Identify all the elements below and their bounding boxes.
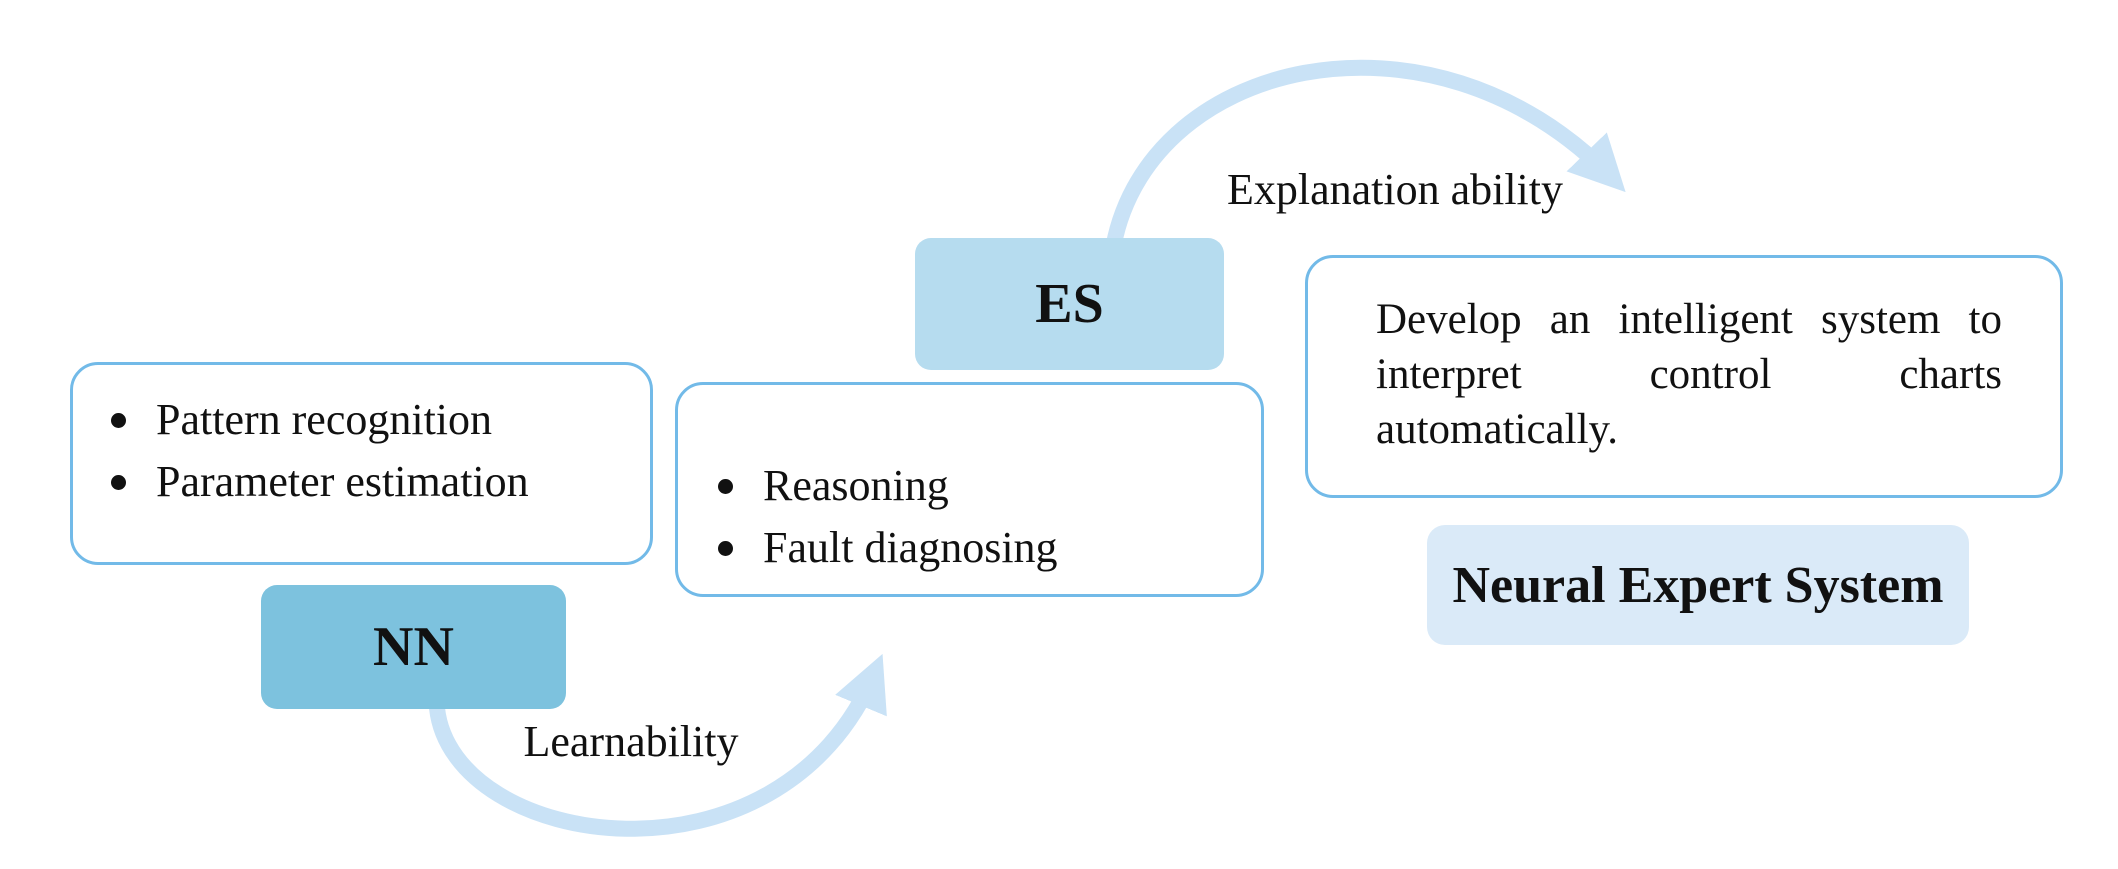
goal-text: Develop an intelligent system to interpr… <box>1376 296 2002 453</box>
nn-feature-pattern-recognition: Pattern recognition <box>156 395 493 444</box>
neural-expert-system-node: Neural Expert System <box>1427 525 1969 645</box>
list-item: Pattern recognition <box>111 389 650 451</box>
nn-features-list: Pattern recognition Parameter estimation <box>73 365 650 562</box>
learnability-label: Learnability <box>523 717 739 766</box>
explanation-ability-label: Explanation ability <box>1226 165 1564 214</box>
bullet-icon <box>718 478 733 494</box>
es-features-list: Reasoning Fault diagnosing <box>678 385 1261 594</box>
neural-expert-system-label: Neural Expert System <box>1452 556 1944 614</box>
bullet-icon <box>111 474 126 490</box>
nn-features-box: Pattern recognition Parameter estimation <box>70 362 653 565</box>
es-feature-fault-diagnosing: Fault diagnosing <box>763 523 1058 572</box>
es-node: ES <box>915 238 1224 370</box>
list-item: Reasoning <box>718 455 1261 517</box>
nn-node-label: NN <box>373 616 454 678</box>
es-feature-reasoning: Reasoning <box>763 461 949 510</box>
nn-node: NN <box>261 585 566 709</box>
bullet-icon <box>111 412 126 428</box>
bullet-icon <box>718 540 733 556</box>
list-item: Parameter estimation <box>111 451 650 513</box>
es-node-label: ES <box>1035 273 1104 335</box>
nn-feature-parameter-estimation: Parameter estimation <box>156 457 529 506</box>
goal-box: Develop an intelligent system to interpr… <box>1305 255 2063 498</box>
list-item: Fault diagnosing <box>718 517 1261 579</box>
explanation-ability-arrow <box>1104 59 1626 257</box>
es-features-box: Reasoning Fault diagnosing <box>675 382 1264 597</box>
